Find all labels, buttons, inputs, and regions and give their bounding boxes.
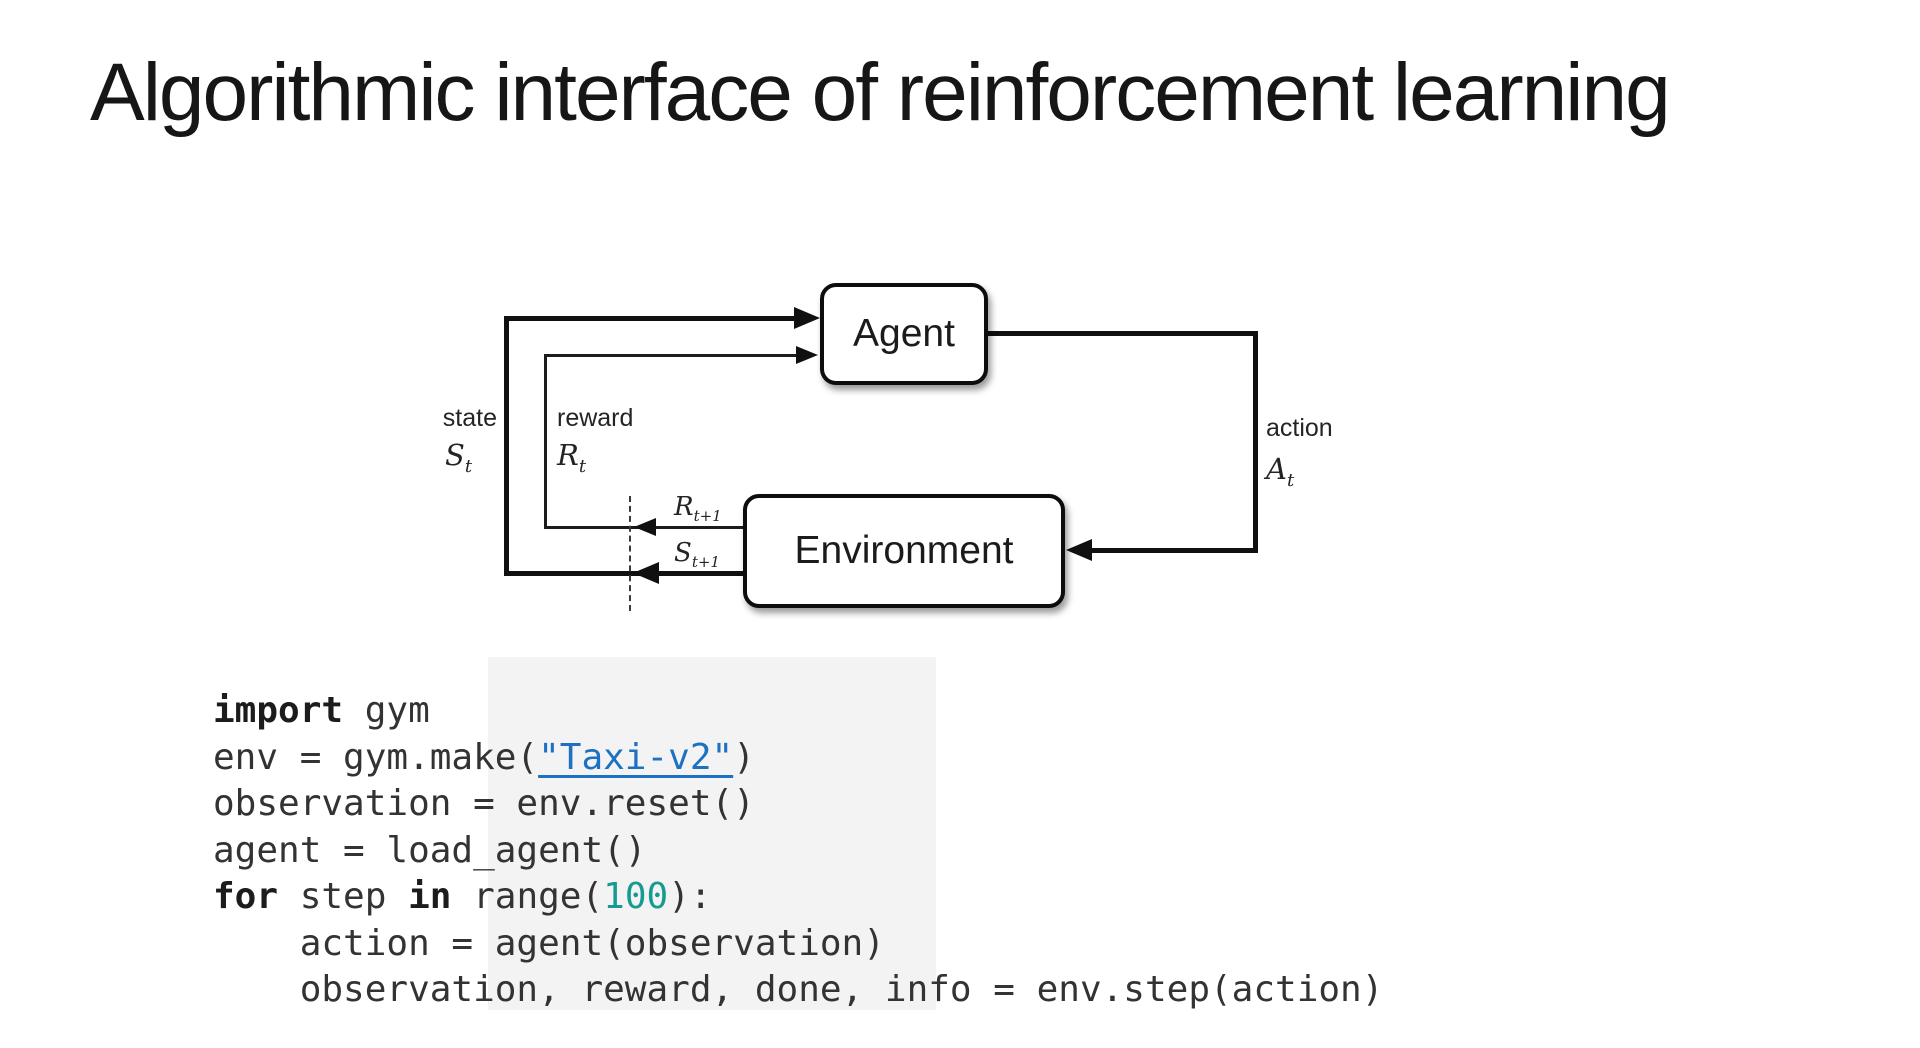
code-token: range( (451, 876, 604, 917)
next-reward-symbol: Rt+1 (674, 492, 722, 526)
code-line: import gym (213, 688, 1383, 735)
code-token: ): (668, 876, 712, 917)
code-token: ) (733, 736, 755, 778)
code-token: env = gym.make( (213, 736, 539, 778)
reward-line-top (544, 354, 796, 357)
environment-node-label: Environment (794, 529, 1014, 572)
arrow-next-reward-icon (634, 518, 656, 536)
code-token: 100 (603, 876, 669, 917)
code-line: env = gym.make("Taxi-v2") (213, 735, 1383, 782)
code-link-token[interactable]: "Taxi-v2" (538, 736, 734, 778)
code-token: agent = load_agent() (213, 829, 647, 871)
action-label: action (1266, 414, 1333, 442)
state-line-top (504, 316, 794, 321)
action-line-bottom (1092, 548, 1258, 553)
arrow-next-state-icon (633, 562, 659, 584)
code-token: action = agent(observation) (213, 922, 885, 964)
code-line: action = agent(observation) (213, 921, 1383, 968)
code-token: gym (343, 690, 430, 731)
arrow-into-environment-icon (1066, 539, 1092, 561)
state-line-vertical (504, 316, 509, 576)
reward-label: reward (557, 404, 634, 432)
environment-node: Environment (743, 494, 1065, 608)
arrow-into-agent-reward-icon (796, 346, 818, 364)
next-state-line (504, 571, 743, 576)
arrow-into-agent-state-icon (794, 307, 820, 329)
code-line: observation, reward, done, info = env.st… (213, 967, 1384, 1014)
code-token: step (278, 876, 409, 917)
next-state-symbol: St+1 (674, 538, 720, 572)
state-label: state (442, 404, 497, 432)
agent-node: Agent (820, 283, 988, 385)
code-token: for (213, 876, 279, 917)
reward-line-vertical (544, 354, 547, 529)
code-line: observation = env.reset() (213, 781, 1383, 828)
action-line-vertical (1253, 331, 1258, 553)
code-token: in (408, 876, 452, 917)
state-symbol: St (445, 438, 473, 477)
code-token: observation = env.reset() (213, 783, 755, 824)
agent-node-label: Agent (853, 312, 955, 355)
code-token: observation, reward, done, info = env.st… (213, 969, 1384, 1010)
code-token: import (213, 690, 344, 731)
action-line-top (988, 331, 1258, 336)
slide-title: Algorithmic interface of reinforcement l… (90, 47, 1671, 138)
action-symbol: At (1266, 452, 1295, 491)
code-background-panel (488, 657, 936, 1010)
code-line: for step in range(100): (213, 874, 1383, 921)
time-boundary-dashed-line (629, 496, 631, 611)
code-line: agent = load_agent() (213, 828, 1383, 875)
reward-symbol: Rt (557, 438, 587, 477)
